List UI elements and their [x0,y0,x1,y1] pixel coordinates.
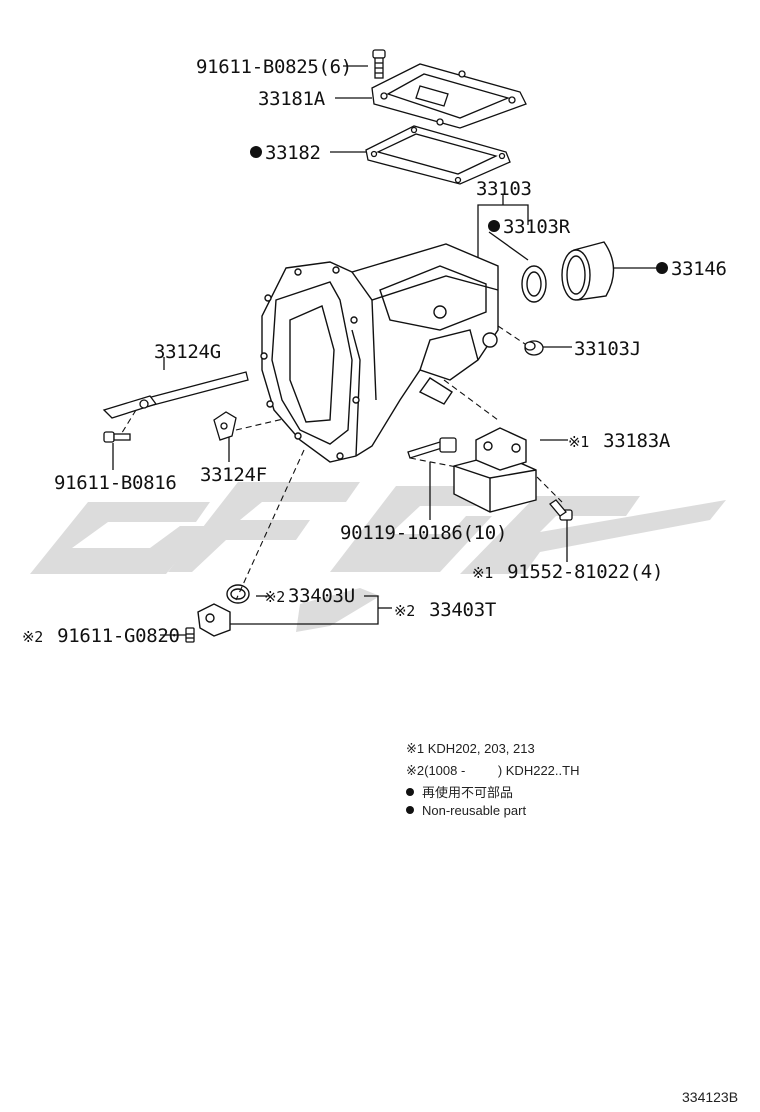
label-33103j: 33103J [574,338,641,360]
bolt-sensor [185,627,195,643]
leader-lines [112,65,656,636]
non-reusable-dot-icon [656,262,668,274]
label-33124g: 33124G [154,341,221,363]
engine-mount [453,427,537,513]
label-91611-g0820: ※2 91611-G0820 [22,625,180,647]
label-91552-81022: ※1 91552-81022(4) [472,561,664,583]
o-ring [226,584,250,604]
bullet-dot-icon [406,788,414,796]
cover-plate [371,63,527,129]
label-33181a: 33181A [258,88,325,110]
bolt-mount [549,499,573,521]
label-33146: 33146 [656,260,727,279]
non-reusable-dot-icon [488,220,500,232]
bearing-sleeve [561,241,615,301]
note-3: 再使用不可部品 [406,786,513,799]
note-2: ※2(1008 - ) KDH222..TH [406,763,580,778]
bracket [213,411,237,441]
label-33103r: 33103R [488,218,570,237]
label-33182: 33182 [250,144,321,163]
label-90119-10186: 90119-10186(10) [340,522,508,544]
label-33103: 33103 [476,178,532,200]
shift-rod [102,371,249,419]
long-bolt [407,437,457,459]
bullet-dot-icon [406,806,414,814]
plug [524,340,544,356]
diagram-code: 334123B [682,1089,739,1105]
note-1: ※1 KDH202, 203, 213 [406,741,535,756]
bolt-small-left [103,431,131,443]
label-33124f: 33124F [200,464,267,486]
oil-seal [521,265,547,303]
label-33183a: ※1 33183A [568,430,670,452]
label-91611-b0816: 91611-B0816 [54,472,177,494]
note-4: Non-reusable part [406,804,526,817]
transmission-case [260,243,499,463]
bolt-top [372,49,386,79]
gasket [365,125,511,185]
speed-sensor [197,603,231,637]
watermark-logo [30,482,726,632]
label-33403t: ※2 33403T [394,599,496,621]
non-reusable-dot-icon [250,146,262,158]
label-91611-b0825: 91611-B0825(6) [196,56,352,78]
